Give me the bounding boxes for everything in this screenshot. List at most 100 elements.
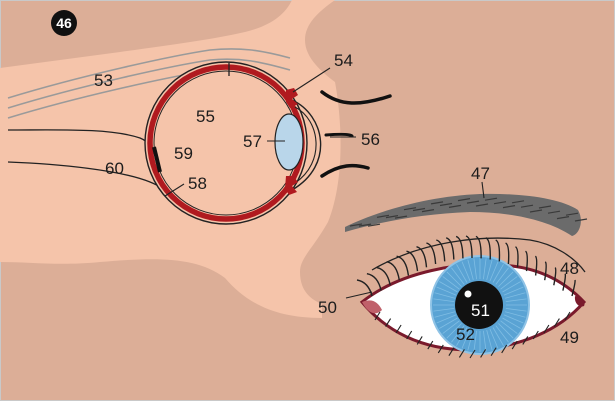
- ciliary-body-top: [286, 88, 298, 108]
- eyebrow-hair: [439, 202, 453, 207]
- iris-fiber: [442, 320, 460, 334]
- lower-eyelashes: [374, 311, 571, 359]
- cornea-front-stroke: [324, 132, 354, 138]
- leader-58: [164, 183, 185, 197]
- outer-canthus: [574, 296, 585, 307]
- lower-eyelash: [469, 349, 476, 359]
- eyebrow-hair: [421, 209, 435, 213]
- iris-fiber: [505, 308, 527, 312]
- eyebrow-hair: [574, 218, 588, 222]
- iris-fiber: [504, 311, 526, 318]
- iris-fiber: [498, 271, 514, 287]
- lower-eyelash: [490, 347, 497, 356]
- iris-fiber: [489, 328, 499, 349]
- eyebrow-hair: [466, 200, 480, 204]
- lower-eyelash: [437, 344, 444, 354]
- iris-fiber: [456, 264, 468, 283]
- eyebrow-hair: [349, 223, 363, 227]
- lower-eyelash: [501, 344, 508, 354]
- iris-fiber: [451, 325, 465, 343]
- eyebrow-hair: [565, 212, 579, 216]
- upper-eyelash: [534, 255, 538, 276]
- muscle-line-1: [7, 48, 291, 99]
- figure-badge: [51, 10, 77, 36]
- upper-eyelash: [495, 239, 501, 262]
- leader-50: [345, 291, 373, 299]
- iris-fiber: [495, 325, 509, 343]
- inner-canthus: [362, 300, 382, 314]
- upper-eyelash: [386, 261, 400, 281]
- iris-fiber: [486, 259, 493, 281]
- eyebrow-hair: [502, 205, 516, 209]
- upper-eyelash: [544, 261, 547, 281]
- optic-disc-mark: [152, 146, 162, 173]
- eyebrow-hair: [520, 204, 534, 208]
- upper-eyelash: [505, 242, 510, 265]
- label-52: 52: [456, 325, 475, 344]
- label-50: 50: [318, 298, 337, 317]
- figure-badge-number: 46: [56, 15, 72, 31]
- lower-eyelash: [564, 311, 571, 321]
- iris-fiber: [502, 281, 521, 293]
- upper-eyelash: [416, 246, 428, 268]
- eyebrow-hair: [547, 210, 561, 214]
- iris-fiber: [489, 261, 499, 282]
- iris-fiber: [446, 323, 462, 339]
- upper-eyelash: [524, 250, 528, 272]
- lower-eyelash: [458, 349, 465, 358]
- eyebrow-hair: [511, 200, 525, 204]
- label-53: 53: [94, 71, 113, 90]
- iris-fiber: [495, 267, 509, 285]
- lower-eyelash: [522, 336, 529, 345]
- upper-eyelash: [475, 235, 482, 259]
- iris-fiber: [498, 323, 514, 339]
- iris-fiber: [467, 329, 474, 351]
- lower-eyelash: [553, 318, 560, 327]
- lower-eyelash: [374, 311, 381, 321]
- eyebrow-hairs: [349, 197, 588, 227]
- cornea-inner: [294, 106, 317, 184]
- iris-fiber: [451, 267, 465, 285]
- iris-fiber: [439, 317, 458, 329]
- lower-eyelash: [543, 324, 550, 334]
- lower-eyelash: [448, 347, 455, 356]
- iris-fiber: [433, 298, 455, 302]
- eyebrow-hair: [493, 201, 507, 205]
- upper-eyelash: [406, 250, 419, 272]
- iris-fiber: [492, 327, 504, 346]
- muscle-line-2: [7, 58, 291, 109]
- upper-eyelash: [571, 279, 576, 297]
- iris-fiber: [446, 271, 462, 287]
- upper-eyelash: [455, 235, 464, 259]
- lower-lid-stroke: [320, 163, 370, 178]
- iris-fiber: [492, 264, 504, 283]
- iris-fiber: [461, 328, 471, 349]
- label-57: 57: [243, 132, 262, 151]
- upper-eyelash: [515, 246, 519, 268]
- iris-fiber: [505, 298, 527, 302]
- iris-fiber: [473, 330, 477, 352]
- iris-fiber: [461, 261, 471, 282]
- label-59: 59: [174, 144, 193, 163]
- iris-fiber: [456, 327, 468, 346]
- label-48: 48: [560, 259, 579, 278]
- iris-fiber: [504, 292, 526, 299]
- lower-eyelash: [532, 330, 539, 340]
- label-60: 60: [105, 159, 124, 178]
- eyebrow: [345, 193, 581, 236]
- lower-eyelash: [416, 336, 423, 345]
- eyebrow-hair: [448, 204, 462, 208]
- label-49: 49: [560, 328, 579, 347]
- iris-fiber: [500, 320, 518, 334]
- iris-fiber: [473, 258, 477, 280]
- iris-fiber: [486, 329, 493, 351]
- eyebrow-hair: [394, 215, 408, 219]
- label-58: 58: [188, 174, 207, 193]
- eyebrow-hair: [385, 215, 399, 219]
- upper-eyelash: [445, 237, 455, 260]
- eyebrow-hair: [538, 205, 552, 209]
- lower-eyelash: [427, 340, 434, 350]
- iris-fiber: [439, 281, 458, 293]
- upper-eyelash: [465, 235, 473, 259]
